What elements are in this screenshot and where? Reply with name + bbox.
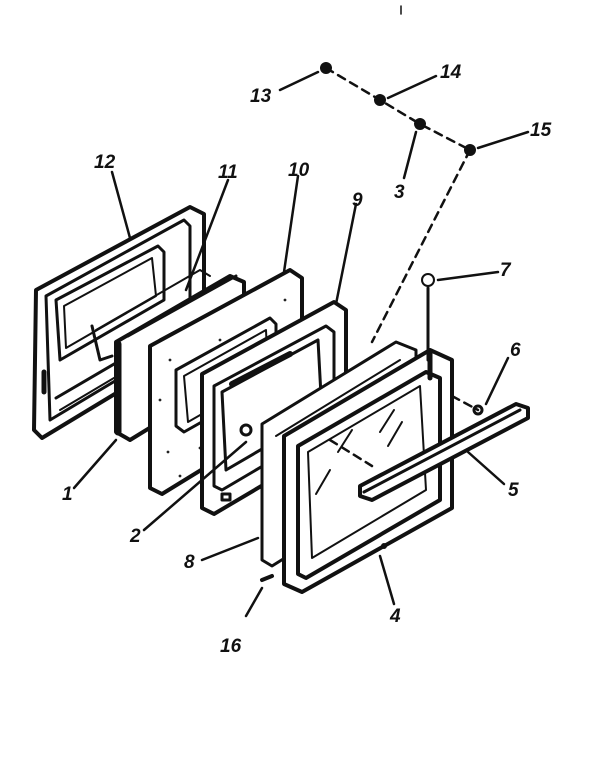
label-14: 14 [440, 62, 462, 83]
label-13: 13 [250, 86, 272, 107]
part-3-screw [414, 118, 426, 130]
assembly-dashed-lines [324, 66, 480, 468]
label-9: 9 [352, 190, 363, 211]
part-labels: 12 11 10 9 13 14 3 15 7 6 5 1 2 8 4 16 [62, 62, 552, 657]
label-2: 2 [129, 526, 141, 547]
label-7: 7 [500, 260, 512, 281]
label-15: 15 [530, 120, 552, 141]
part-4-outer-door-frame [282, 348, 454, 594]
label-8: 8 [184, 552, 195, 573]
label-6: 6 [510, 340, 521, 361]
part-7-screw [421, 273, 435, 362]
label-3: 3 [394, 182, 405, 203]
label-16: 16 [220, 636, 242, 657]
label-12: 12 [94, 152, 116, 173]
leader-lines [72, 70, 530, 618]
part-6-fastener [472, 404, 484, 416]
label-11: 11 [218, 162, 238, 183]
part-16-clip [260, 574, 274, 582]
label-10: 10 [288, 160, 310, 181]
label-5: 5 [508, 480, 519, 501]
label-1: 1 [62, 484, 73, 505]
label-4: 4 [389, 606, 401, 627]
part-5-door-handle [358, 402, 530, 502]
